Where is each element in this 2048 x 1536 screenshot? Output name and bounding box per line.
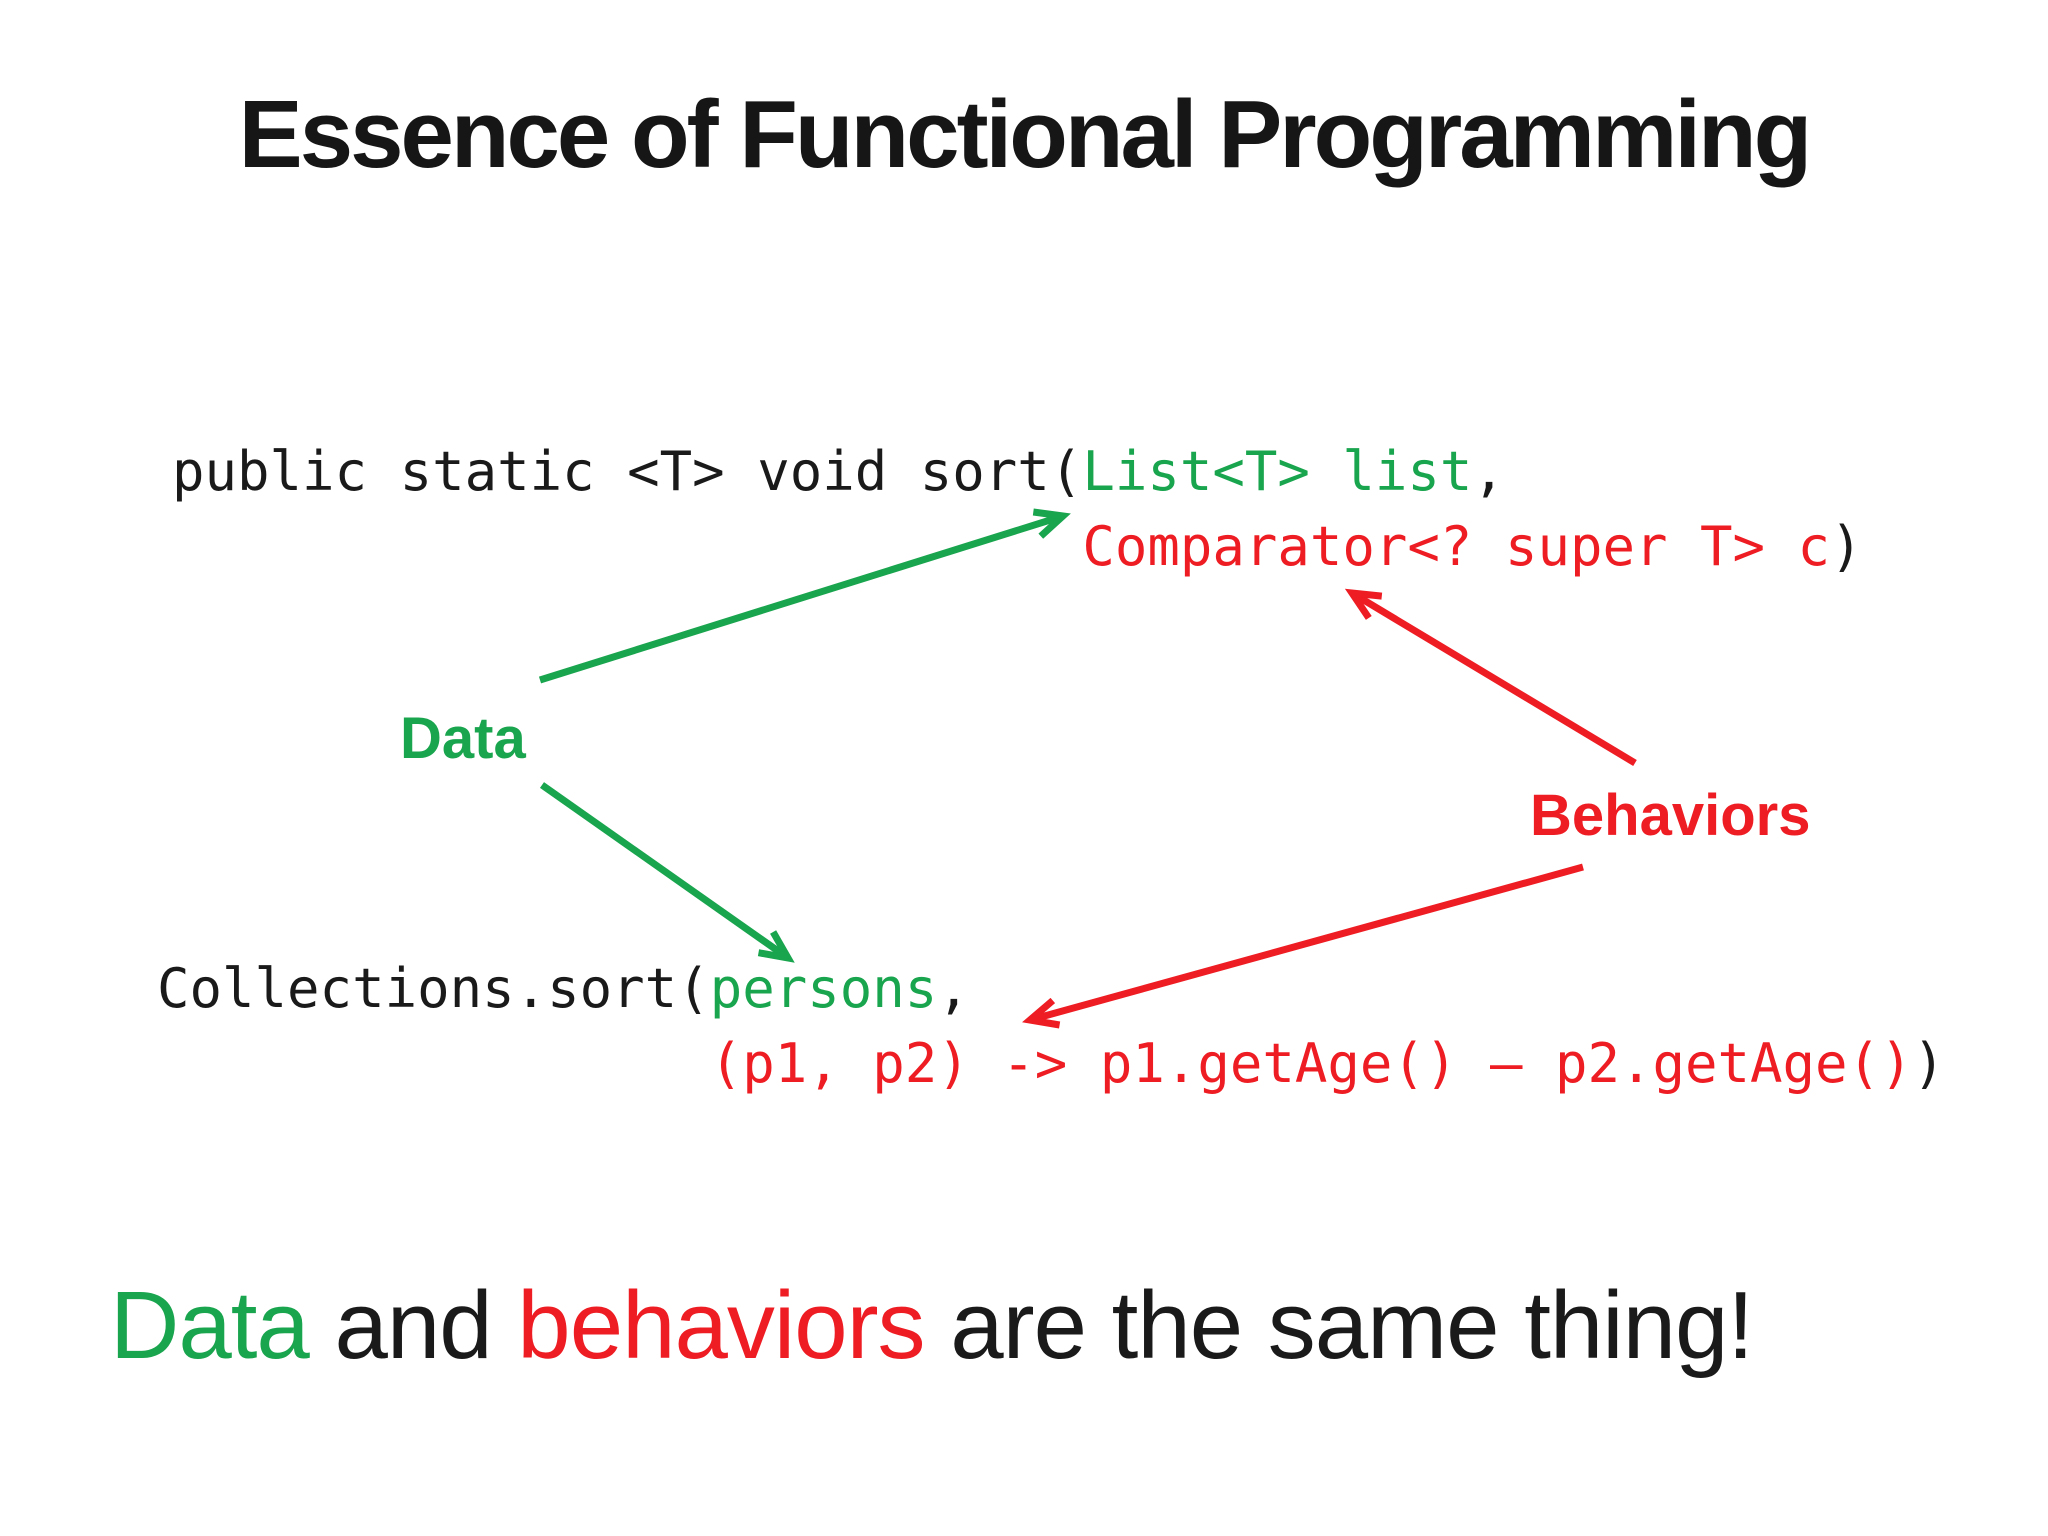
conclusion-statement: Data and behaviors are the same thing! <box>110 1271 1754 1381</box>
code-segment-indent <box>172 515 1082 578</box>
code-segment-persons-arg: persons <box>709 957 938 1020</box>
slide-title: Essence of Functional Programming <box>238 81 1813 188</box>
conclusion-behaviors-word: behaviors <box>517 1272 925 1379</box>
code-segment-lambda-arg: (p1, p2) -> p1.getAge() – p2.getAge() <box>709 1032 1913 1095</box>
data-to-persons-arrow <box>539 782 795 963</box>
code-segment-close-paren: ) <box>1912 1032 1946 1095</box>
conclusion-and-word: and <box>308 1272 518 1379</box>
collections-sort-code: Collections.sort(persons, (p1, p2) -> p1… <box>157 951 1945 1101</box>
sort-signature-code: public static <T> void sort(List<T> list… <box>172 434 1863 584</box>
code-segment-keywords: public static <T> void sort( <box>172 440 1083 503</box>
conclusion-data-word: Data <box>110 1272 310 1379</box>
code-segment-comparator-param: Comparator<? super T> c <box>1082 515 1831 578</box>
code-segment-list-param: List<T> list <box>1082 440 1473 503</box>
conclusion-rest: are the same thing! <box>924 1272 1754 1379</box>
behaviors-to-comparator-arrow <box>1344 588 1637 767</box>
code-segment-indent <box>157 1032 710 1095</box>
code-segment-close-paren: ) <box>1830 515 1863 578</box>
data-label: Data <box>400 706 526 771</box>
code-segment-comma: , <box>937 957 970 1020</box>
behaviors-label: Behaviors <box>1530 783 1811 848</box>
code-segment-comma: , <box>1472 440 1505 503</box>
code-segment-call: Collections.sort( <box>157 957 710 1020</box>
